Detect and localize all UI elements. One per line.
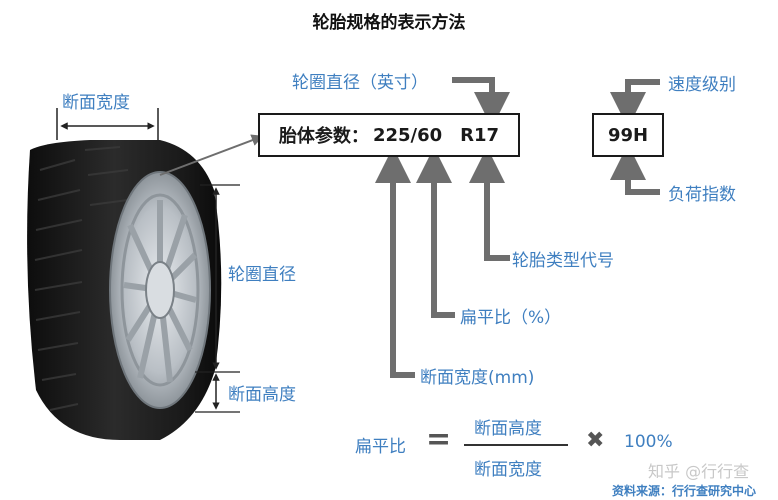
label-rim-diameter-inch: 轮圈直径（英寸）: [292, 73, 428, 93]
tire-illustration: [27, 140, 222, 440]
spec-rim-code: R17: [460, 124, 500, 146]
formula-numerator: 断面高度: [474, 419, 542, 439]
label-rim-diameter-side: 轮圈直径: [228, 265, 296, 285]
formula-factor: 100%: [624, 432, 673, 452]
label-load-index: 负荷指数: [668, 185, 736, 205]
label-section-width-top: 断面宽度: [62, 93, 130, 113]
speed-load-box: 99H: [592, 113, 664, 157]
label-tire-type-code: 轮胎类型代号: [512, 251, 614, 271]
source-note: 资料来源：行行查研究中心: [612, 484, 757, 498]
tire-spec-box: 胎体参数： 225/60 R17: [258, 113, 520, 157]
formula-equals: =: [426, 422, 452, 457]
label-section-height-side: 断面高度: [228, 385, 296, 405]
spec-prefix: 胎体参数：: [278, 126, 369, 147]
formula-denominator: 断面宽度: [474, 460, 542, 480]
watermark: 知乎 @行行查: [648, 462, 750, 481]
label-speed-rating: 速度级别: [668, 75, 736, 95]
label-section-width-mm: 断面宽度(mm): [420, 368, 535, 388]
formula-lhs: 扁平比: [355, 437, 406, 457]
label-aspect-ratio: 扁平比（%）: [460, 308, 562, 328]
spec-size: 225/60: [372, 124, 443, 146]
diagram-title: 轮胎规格的表示方法: [312, 13, 466, 33]
times-icon: ✖: [586, 428, 605, 453]
fraction-bar: [464, 444, 568, 446]
